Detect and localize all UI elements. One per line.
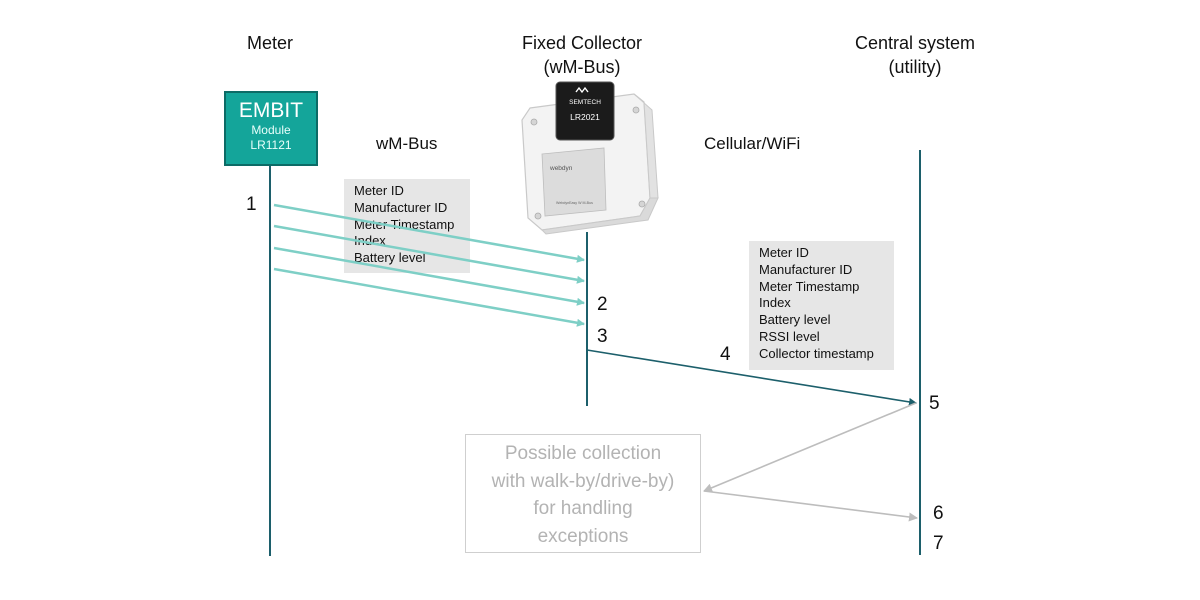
payload-field: Meter Timestamp (759, 278, 860, 294)
payload-field: Collector timestamp (759, 345, 874, 361)
link-label-cellular: Cellular/WiFi (704, 134, 801, 153)
exception-handling-box: Possible collection with walk-by/drive-b… (465, 434, 701, 553)
lane-header-central-line1: Central system (854, 33, 976, 53)
collector-brand-text: webdyn (549, 165, 573, 172)
payload-field: Manufacturer ID (759, 261, 853, 277)
step-number-5: 5 (929, 393, 940, 414)
exception-line: Possible collection (504, 443, 662, 464)
semtech-logo-icon (575, 86, 589, 94)
exception-arrow-out (703, 402, 917, 493)
payload-field: Index (759, 295, 791, 311)
link-label-wmbus: wM-Bus (376, 134, 438, 153)
wmbus-arrow (273, 267, 585, 327)
payload-field: Battery level (354, 250, 426, 266)
collector-device-label: WebdynEasy W M-Bus (556, 201, 593, 205)
chip-model-text: LR2021 (570, 112, 600, 122)
payload-field: Meter Timestamp (354, 216, 455, 232)
lane-header-meter: Meter (246, 33, 293, 53)
embit-module-title: EMBIT (238, 99, 304, 122)
exception-line: exceptions (537, 525, 629, 547)
step-number-1: 1 (246, 194, 257, 215)
step-number-7: 7 (933, 533, 944, 554)
step-number-6: 6 (933, 503, 944, 524)
wmbus-arrow (273, 224, 585, 284)
payload-field: Meter ID (354, 183, 404, 198)
wmbus-arrow (273, 203, 585, 263)
payload-field: Meter ID (759, 245, 809, 260)
meter-payload-box: Meter ID Manufacturer ID Meter Timestamp… (344, 179, 470, 273)
payload-field: Manufacturer ID (354, 199, 448, 215)
chip-brand-text: SEMTECH (569, 99, 601, 106)
exception-line: for handling (533, 498, 633, 519)
step-number-4: 4 (720, 344, 731, 365)
collector-payload-box: Meter ID Manufacturer ID Meter Timestamp… (749, 241, 894, 370)
lane-header-central-line2: (utility) (888, 57, 942, 77)
payload-field: RSSI level (759, 328, 820, 344)
exception-line: with walk-by/drive-by) (491, 470, 675, 492)
lane-header-collector-line1: Fixed Collector (521, 33, 643, 53)
step-number-3: 3 (597, 326, 608, 347)
exception-arrow-back (703, 490, 918, 522)
lane-header-collector: Fixed Collector (wM-Bus) (482, 31, 682, 79)
embit-module-line2: LR1121 (250, 138, 292, 152)
collector-device-image: webdyn WebdynEasy W M-Bus SEMTECH LR2021 (521, 81, 659, 235)
embit-module-line1: Module (251, 123, 291, 137)
step-number-2: 2 (597, 294, 608, 315)
lane-header-collector-line2: (wM-Bus) (543, 57, 621, 77)
embit-module-box: EMBIT Module LR1121 (224, 91, 318, 166)
payload-field: Battery level (759, 312, 831, 328)
cellular-arrow (586, 349, 917, 406)
lane-header-central: Central system (utility) (820, 31, 1010, 79)
wmbus-arrow (273, 246, 585, 306)
